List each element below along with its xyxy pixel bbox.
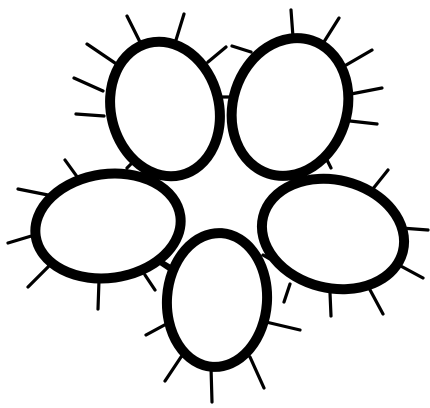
spike	[211, 367, 212, 402]
spike	[127, 16, 140, 42]
spike	[76, 114, 104, 116]
spike	[18, 189, 48, 195]
spike	[266, 322, 300, 330]
spike	[401, 228, 428, 230]
spike	[369, 288, 383, 314]
spike	[176, 14, 184, 40]
spike	[145, 275, 155, 290]
spike	[98, 280, 99, 309]
ring-outline	[250, 164, 416, 304]
spike	[65, 160, 78, 178]
spike	[322, 18, 339, 45]
spike	[372, 170, 388, 190]
spike	[351, 88, 382, 94]
spike	[28, 263, 52, 287]
ring-middle-right	[250, 164, 428, 316]
spike	[291, 10, 293, 37]
ring-outline	[96, 30, 234, 188]
spike	[330, 293, 331, 316]
spike	[350, 121, 377, 124]
ring-middle-left	[8, 160, 188, 309]
ring-outline	[162, 230, 271, 371]
spike	[341, 50, 372, 68]
ring-top-left	[74, 14, 234, 188]
spike	[208, 47, 226, 62]
spike	[165, 354, 183, 381]
spike	[74, 78, 103, 91]
ring-outline	[28, 164, 187, 287]
spike	[250, 357, 264, 388]
ring-top-right	[214, 10, 382, 191]
spike	[284, 284, 290, 302]
spike	[397, 264, 423, 278]
spike	[232, 46, 251, 52]
spike	[87, 44, 115, 63]
